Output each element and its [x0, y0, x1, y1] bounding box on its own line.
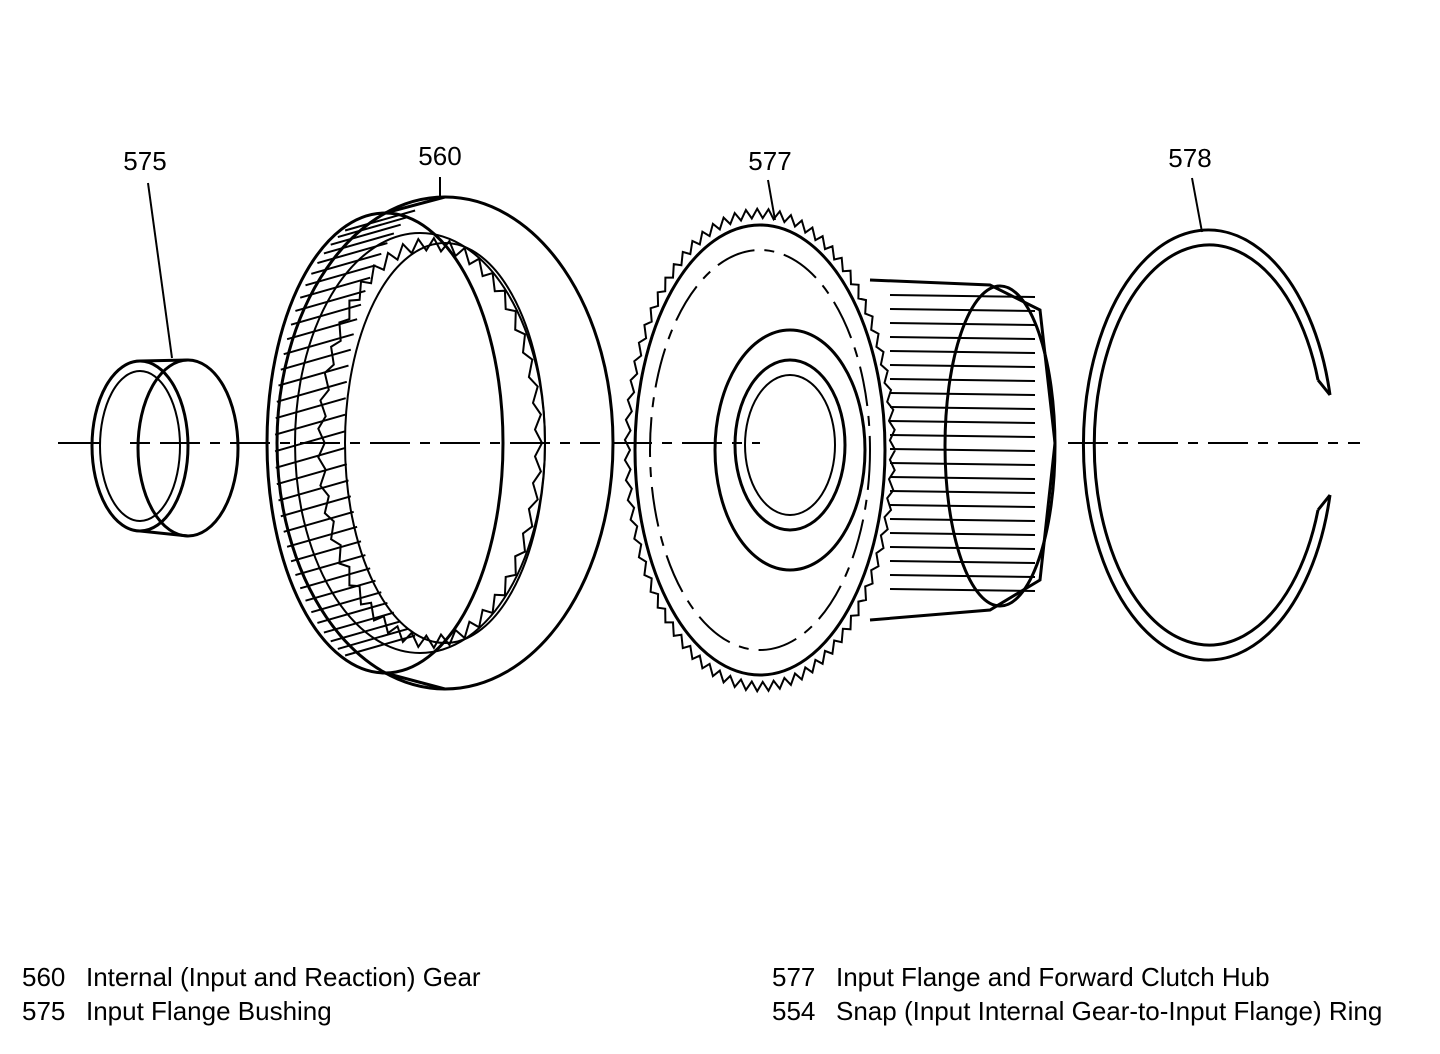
hub-spline-lines — [889, 294, 1036, 592]
callout-577: 577 — [748, 146, 791, 176]
flange-577-teeth — [623, 206, 897, 694]
callout-575: 575 — [123, 146, 166, 176]
legend-number: 577 — [772, 962, 816, 992]
legend-item: 575 Input Flange Bushing — [22, 994, 481, 1028]
gear-560-teeth — [274, 209, 543, 657]
callout-560: 560 — [418, 141, 461, 171]
legend-right: 577 Input Flange and Forward Clutch Hub … — [772, 960, 1382, 1028]
legend-number: 575 — [22, 996, 66, 1026]
legend-label: Internal (Input and Reaction) Gear — [86, 962, 481, 992]
bushing-575 — [90, 358, 240, 538]
legend-left: 560 Internal (Input and Reaction) Gear 5… — [22, 960, 481, 1028]
legend-item: 560 Internal (Input and Reaction) Gear — [22, 960, 481, 994]
input-flange-577 — [623, 206, 1057, 694]
outer-teeth-profile — [623, 206, 897, 694]
legend-label: Snap (Input Internal Gear-to-Input Flang… — [836, 996, 1383, 1026]
legend-label: Input Flange and Forward Clutch Hub — [836, 962, 1270, 992]
leader-lines — [147, 177, 1203, 359]
hub-577-splines — [889, 294, 1036, 592]
legend-label: Input Flange Bushing — [86, 996, 332, 1026]
callout-578: 578 — [1168, 143, 1211, 173]
snap-ring-578 — [1081, 228, 1332, 662]
internal-teeth-profile — [317, 236, 543, 650]
legend-item: 577 Input Flange and Forward Clutch Hub — [772, 960, 1382, 994]
internal-gear-560 — [265, 195, 615, 691]
helical-teeth-lines — [274, 209, 416, 657]
legend-number: 560 — [22, 962, 66, 992]
legend-number: 554 — [772, 996, 816, 1026]
legend-item: 554 Snap (Input Internal Gear-to-Input F… — [772, 994, 1382, 1028]
